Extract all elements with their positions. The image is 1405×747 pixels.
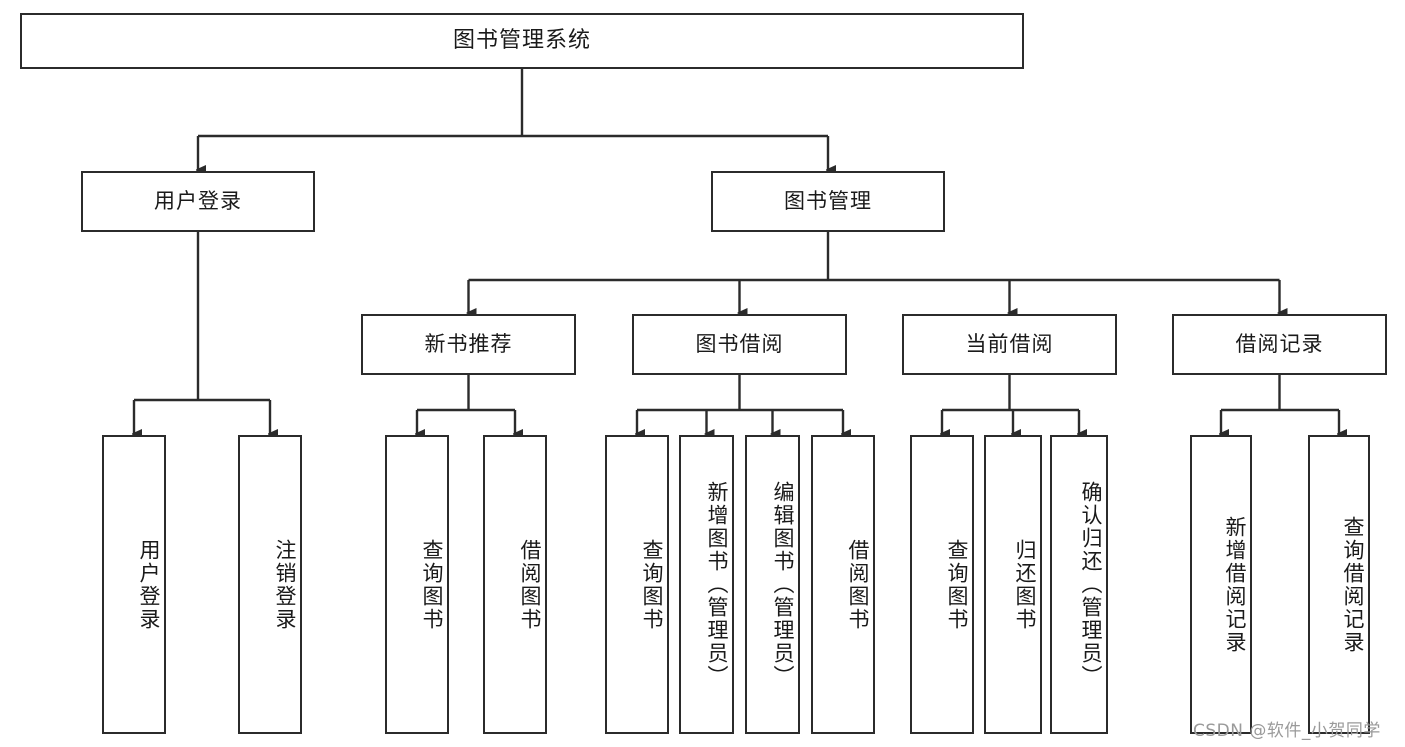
node-borrow-record[interactable]: 借阅记录 xyxy=(1172,314,1387,375)
node-leaf-query-book-2[interactable]: 查询图书 xyxy=(605,435,669,734)
node-book-manage[interactable]: 图书管理 xyxy=(711,171,945,232)
node-new-book-rec[interactable]: 新书推荐 xyxy=(361,314,576,375)
node-book-borrow-label: 图书借阅 xyxy=(695,331,784,356)
node-leaf-add-record-label: 新增借阅记录 xyxy=(1223,515,1247,654)
node-user-login[interactable]: 用户登录 xyxy=(81,171,315,232)
node-leaf-user-login-label: 用户登录 xyxy=(137,538,161,631)
node-root[interactable]: 图书管理系统 xyxy=(20,13,1024,69)
node-leaf-borrow-book-1-label: 借阅图书 xyxy=(518,538,542,631)
node-leaf-borrow-book-2[interactable]: 借阅图书 xyxy=(811,435,875,734)
node-leaf-edit-book[interactable]: 编辑图书（管理员） xyxy=(745,435,800,734)
node-leaf-query-book-1[interactable]: 查询图书 xyxy=(385,435,449,734)
node-leaf-edit-book-label: 编辑图书（管理员） xyxy=(771,481,795,688)
node-leaf-user-login[interactable]: 用户登录 xyxy=(102,435,166,734)
node-leaf-query-book-3[interactable]: 查询图书 xyxy=(910,435,974,734)
node-leaf-borrow-book-2-label: 借阅图书 xyxy=(846,538,870,631)
node-root-label: 图书管理系统 xyxy=(452,27,591,53)
node-leaf-logout[interactable]: 注销登录 xyxy=(238,435,302,734)
node-leaf-query-book-3-label: 查询图书 xyxy=(945,538,969,631)
node-leaf-add-book-label: 新增图书（管理员） xyxy=(705,481,729,688)
node-leaf-return-book[interactable]: 归还图书 xyxy=(984,435,1042,734)
node-current-borrow[interactable]: 当前借阅 xyxy=(902,314,1117,375)
node-user-login-label: 用户登录 xyxy=(154,188,242,213)
node-leaf-logout-label: 注销登录 xyxy=(273,538,297,631)
node-leaf-query-record[interactable]: 查询借阅记录 xyxy=(1308,435,1370,734)
node-leaf-query-book-1-label: 查询图书 xyxy=(420,538,444,631)
node-current-borrow-label: 当前借阅 xyxy=(965,331,1054,356)
node-new-book-rec-label: 新书推荐 xyxy=(424,331,513,356)
node-leaf-confirm-return-label: 确认归还（管理员） xyxy=(1079,481,1103,688)
node-leaf-borrow-book-1[interactable]: 借阅图书 xyxy=(483,435,547,734)
node-leaf-query-book-2-label: 查询图书 xyxy=(640,538,664,631)
node-leaf-confirm-return[interactable]: 确认归还（管理员） xyxy=(1050,435,1108,734)
watermark-text: CSDN @软件_小贺同学 xyxy=(1193,721,1381,741)
node-leaf-return-book-label: 归还图书 xyxy=(1013,538,1037,631)
node-leaf-add-book[interactable]: 新增图书（管理员） xyxy=(679,435,734,734)
node-leaf-add-record[interactable]: 新增借阅记录 xyxy=(1190,435,1252,734)
node-book-borrow[interactable]: 图书借阅 xyxy=(632,314,847,375)
node-book-manage-label: 图书管理 xyxy=(784,188,872,213)
node-leaf-query-record-label: 查询借阅记录 xyxy=(1341,515,1365,654)
node-borrow-record-label: 借阅记录 xyxy=(1235,331,1324,356)
